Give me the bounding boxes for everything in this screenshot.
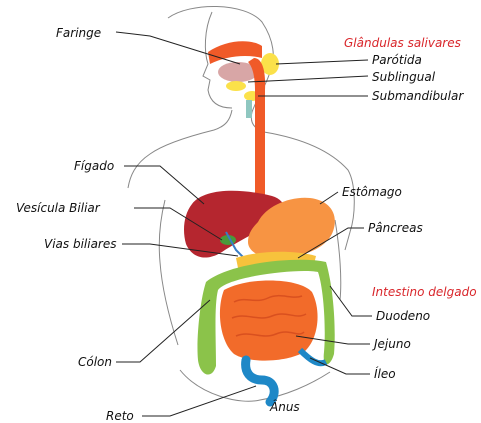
ileum	[300, 350, 326, 363]
label-estomago: Estômago	[342, 185, 402, 199]
label-vias-biliares: Vias biliares	[44, 237, 117, 251]
leader-parotida	[276, 60, 368, 64]
leader-sublingual	[248, 76, 368, 82]
label-duodeno: Duodeno	[376, 309, 430, 323]
leader-duodeno	[330, 286, 372, 316]
small-intestine	[220, 280, 318, 360]
sublingual-gland	[226, 81, 246, 91]
label-ileo: Íleo	[374, 367, 396, 381]
label-intestino-delgado: Intestino delgado	[372, 285, 477, 299]
torso-left	[159, 200, 178, 345]
rectum	[246, 360, 275, 402]
label-jejuno: Jejuno	[374, 337, 411, 351]
leader-figado	[124, 166, 204, 204]
label-faringe: Faringe	[56, 26, 101, 40]
trachea	[246, 100, 252, 118]
label-anus: Ânus	[270, 400, 300, 414]
leader-colon	[116, 300, 210, 362]
label-submandibular: Submandibular	[372, 89, 463, 103]
label-vesicula-biliar: Vesícula Biliar	[16, 201, 100, 215]
shoulder-left	[128, 110, 232, 188]
label-pancreas: Pâncreas	[368, 221, 423, 235]
leader-estomago	[320, 192, 338, 204]
label-colon: Cólon	[78, 355, 112, 369]
label-figado: Fígado	[74, 159, 114, 173]
label-glandulas-salivares: Glândulas salivares	[344, 36, 461, 50]
label-reto: Reto	[106, 409, 134, 423]
label-parotida: Parótida	[372, 53, 422, 67]
label-sublingual: Sublingual	[372, 70, 435, 84]
torso-right	[335, 220, 341, 300]
